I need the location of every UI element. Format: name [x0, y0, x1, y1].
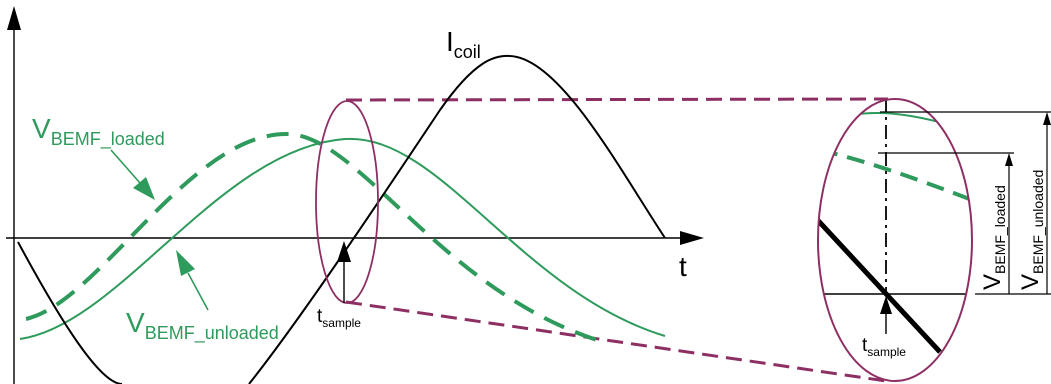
- v-unloaded-pointer: [187, 272, 209, 311]
- zoom-coil-curve: [818, 212, 942, 354]
- t-sample-label: tsample: [317, 306, 361, 330]
- zoom-ellipse: [817, 98, 973, 382]
- v-loaded-pointer-head: [133, 177, 155, 200]
- sampling-ellipse: [315, 100, 379, 304]
- v-loaded-pointer: [110, 149, 141, 184]
- i-coil-curve: [17, 54, 666, 384]
- x-axis-arrowhead: [680, 231, 704, 245]
- zoom-t-sample-arrowhead: [880, 296, 892, 314]
- zoom-t-sample-label: tsample: [862, 335, 906, 359]
- y-axis-arrowhead: [7, 6, 21, 30]
- v-unloaded-pointer-head: [176, 250, 195, 276]
- v-bemf-unloaded-label: VBEMF_unloaded: [126, 307, 279, 344]
- v-bemf-loaded-label: VBEMF_loaded: [32, 113, 165, 150]
- zoom-projection-bottom: [345, 300, 887, 383]
- dim-unloaded-arrowhead: [1043, 112, 1051, 125]
- t-sample-arrowhead: [337, 241, 351, 262]
- zoom-v-bemf-unloaded-label: VBEMF_unloaded: [1017, 170, 1046, 290]
- v-bemf-loaded-curve: [25, 131, 601, 343]
- t-axis-label: t: [679, 251, 687, 282]
- zoom-v-bemf-loaded-label: VBEMF_loaded: [979, 185, 1008, 290]
- zoom-projection-top: [345, 97, 889, 102]
- zoom-loaded-curve: [819, 148, 972, 202]
- v-bemf-unloaded-curve: [19, 137, 666, 340]
- zoom-inset-content: [818, 99, 972, 354]
- i-coil-label: Icoil: [446, 26, 481, 62]
- dim-loaded-arrowhead: [1005, 153, 1013, 166]
